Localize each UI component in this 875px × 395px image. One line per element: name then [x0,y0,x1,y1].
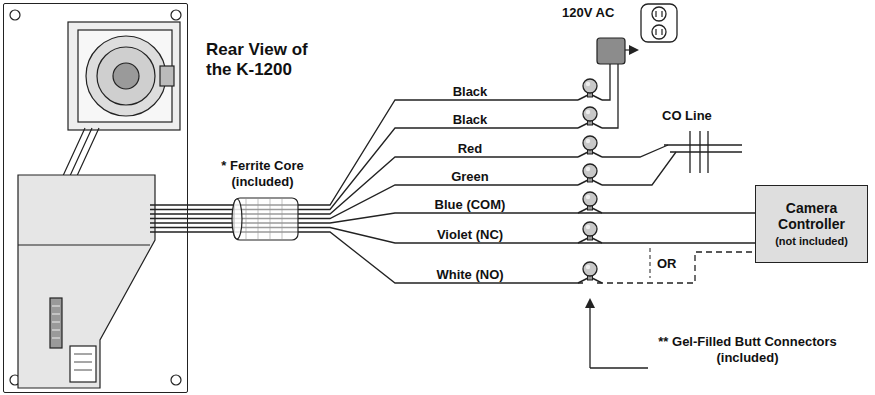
co-line-label: CO Line [662,108,712,124]
box-title: Camera Controller [762,200,861,234]
wire-name: Black [420,84,520,100]
co-line-symbol [664,131,742,173]
wire-name: Green [420,169,520,185]
panel-heading: Rear View of the K-1200 [206,40,331,81]
wire-segment [597,252,755,283]
wall-outlet [641,4,677,42]
device-panel: Rear View of the K-1200 [3,3,188,393]
butt-connector-pointer [590,300,648,368]
connector-note: ** Gel-Filled Butt Connectors (included) [655,334,840,365]
wire-name: Blue (COM) [420,197,520,213]
wire-name: Red [420,141,520,157]
k1200-panel [10,10,181,388]
butt-connectors [578,79,602,283]
wire-name: White (NO) [420,267,520,283]
or-marker [650,248,651,278]
power-phone-wires [188,64,676,219]
voltage-label: 120V AC [562,5,614,21]
wire-name: Black [420,112,520,128]
wire-name: Violet (NC) [420,227,520,243]
controller-box: Camera Controller(not included) [755,185,868,263]
ferrite-core [232,198,298,240]
ferrite-note: * Ferrite Core (included) [200,158,325,189]
wire-bundle [150,205,188,232]
or-label: OR [657,256,677,272]
box-note: (not included) [775,235,848,248]
ac-adapter [597,38,637,64]
